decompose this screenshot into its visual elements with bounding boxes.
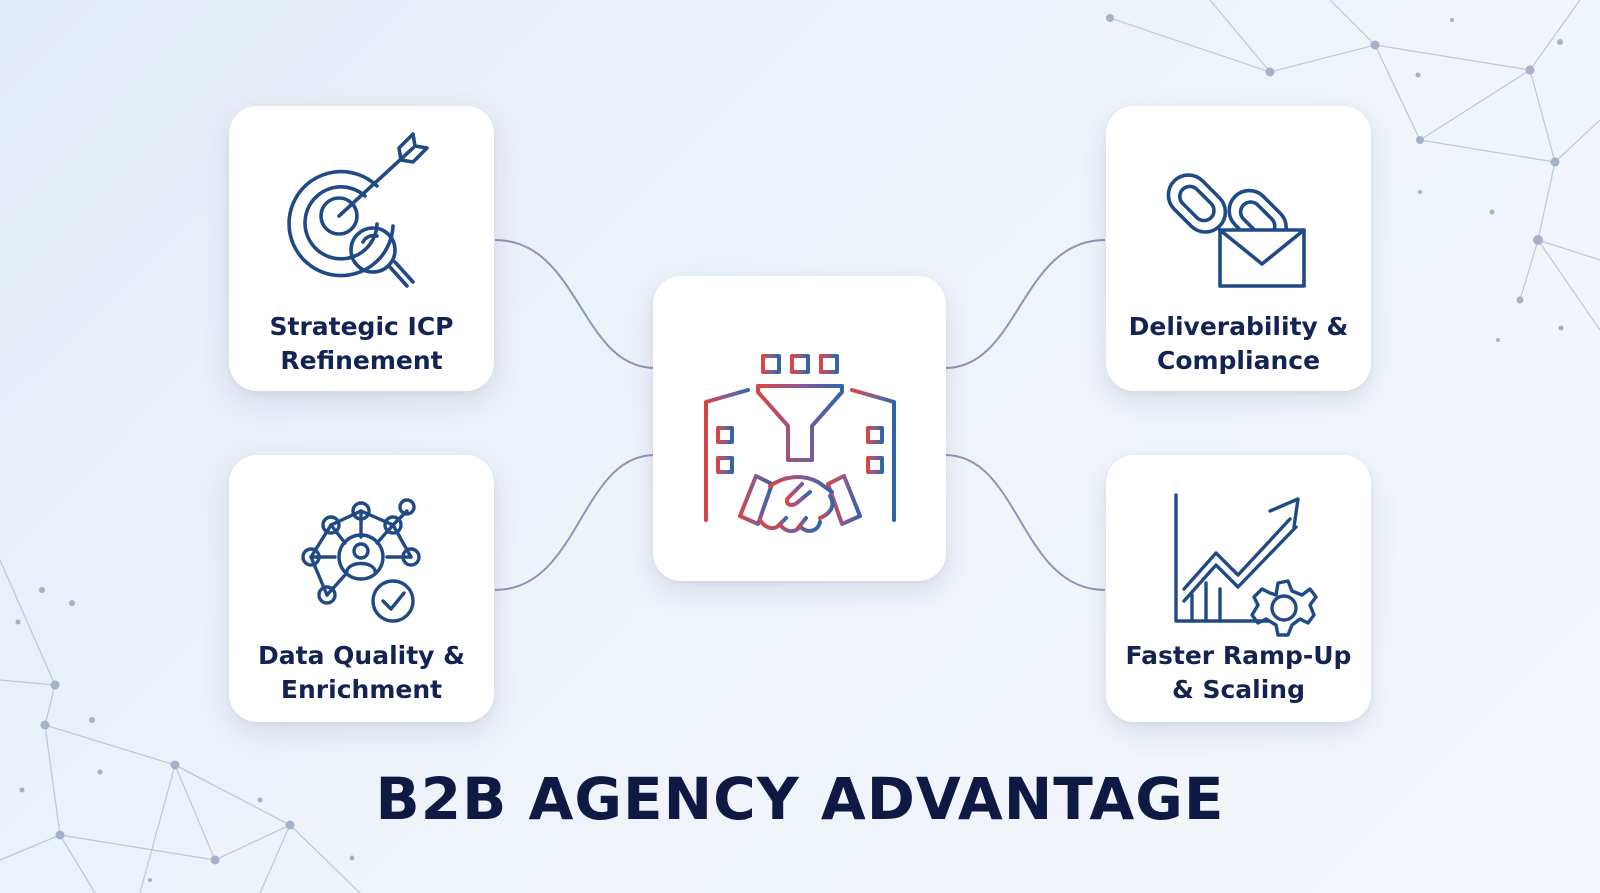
- page-title: B2B AGENCY ADVANTAGE: [375, 765, 1225, 833]
- card-strategic-icp: Strategic ICP Refinement: [229, 106, 494, 391]
- card-title-line-2: & Scaling: [1171, 675, 1306, 704]
- card-title-line-2: Enrichment: [280, 675, 443, 704]
- network-mesh-bottom-left-nodes: [15, 587, 355, 882]
- card-label-deliverability: Deliverability & Compliance: [1106, 310, 1371, 378]
- card-title-line-2: Refinement: [280, 346, 443, 375]
- connector-strategic-icp: [494, 239, 656, 369]
- connector-lines: [494, 239, 1106, 591]
- card-title-line-2: Compliance: [1156, 346, 1321, 375]
- office-building-funnel-handshake-icon: [690, 306, 910, 533]
- network-person-check-icon: [301, 498, 421, 623]
- target-arrow-magnifier-icon: [287, 132, 429, 288]
- card-faster-ramp-up: Faster Ramp-Up & Scaling: [1106, 455, 1371, 722]
- card-data-quality: Data Quality & Enrichment: [229, 455, 494, 722]
- connector-faster-ramp-up: [944, 454, 1106, 591]
- link-envelope-icon: [1166, 173, 1306, 288]
- connector-deliverability: [944, 239, 1106, 369]
- card-title-line-1: Strategic ICP: [269, 312, 454, 341]
- growth-chart-gear-icon: [1174, 493, 1318, 637]
- card-label-data-quality: Data Quality & Enrichment: [229, 639, 494, 707]
- connector-data-quality: [494, 454, 656, 591]
- card-label-strategic-icp: Strategic ICP Refinement: [229, 310, 494, 378]
- card-label-faster-ramp-up: Faster Ramp-Up & Scaling: [1106, 639, 1371, 707]
- center-card: [653, 276, 946, 581]
- card-title-line-1: Data Quality &: [258, 641, 465, 670]
- card-title-line-1: Faster Ramp-Up: [1125, 641, 1352, 670]
- network-mesh-top-right-nodes: [1106, 14, 1564, 342]
- card-deliverability: Deliverability & Compliance: [1106, 106, 1371, 391]
- card-title-line-1: Deliverability &: [1128, 312, 1349, 341]
